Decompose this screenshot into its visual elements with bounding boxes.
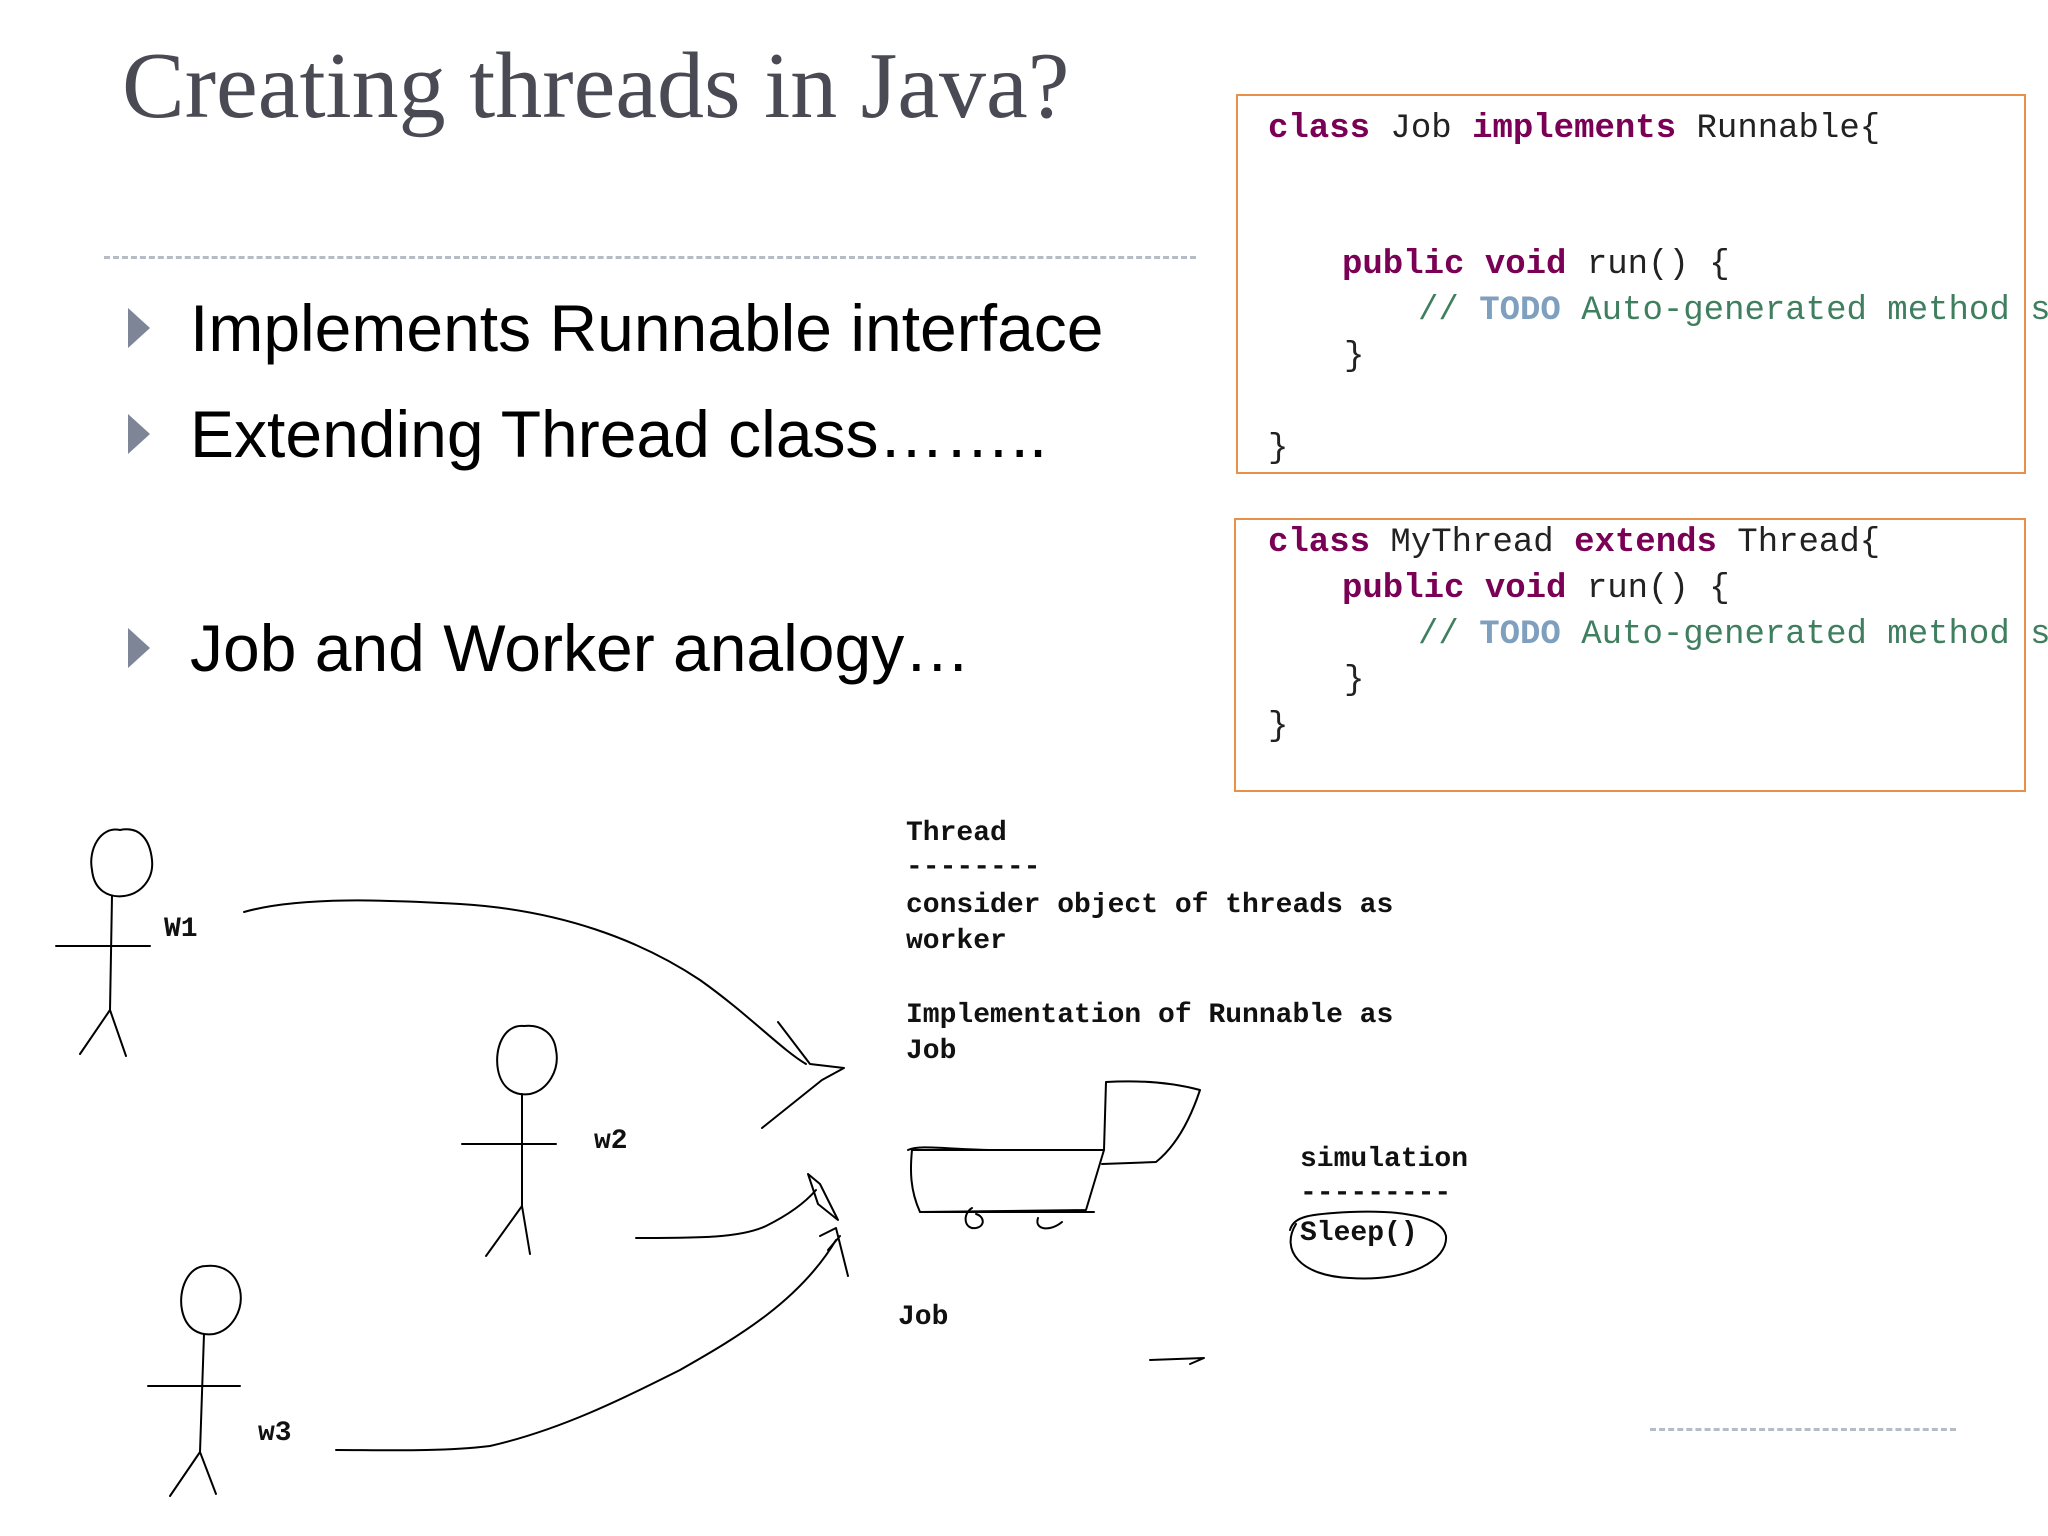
note-job-line1: Implementation of Runnable as <box>906 1000 1394 1031</box>
note-worker-line2: worker <box>906 926 1007 957</box>
bullet-item-thread: Extending Thread class…….. <box>128 396 1047 472</box>
title-divider <box>104 256 1196 259</box>
cart-handle <box>1101 1080 1201 1165</box>
bullet-item-analogy: Job and Worker analogy… <box>128 610 970 686</box>
job-cart-drawing <box>907 1080 1201 1230</box>
keyword-modifiers: public void <box>1342 570 1567 608</box>
arrowhead-w2 <box>807 1173 839 1221</box>
worker-head <box>90 828 154 898</box>
superclass-name: Thread{ <box>1716 524 1881 562</box>
code-line-close-class: } <box>1268 430 1289 468</box>
worker-head <box>496 1024 558 1096</box>
keyword-implements: implements <box>1472 110 1677 148</box>
note-worker-line1: consider object of threads as <box>906 890 1394 921</box>
class-name: MyThread <box>1370 524 1575 562</box>
code-line-close-method: } <box>1344 338 1365 376</box>
keyword-class: class <box>1268 524 1371 562</box>
worker-legs <box>485 1205 531 1257</box>
worker-head <box>180 1264 242 1336</box>
sleep-circle <box>1289 1210 1448 1280</box>
note-thread-rule: -------- <box>906 852 1041 883</box>
code-block-runnable: class Job implements Runnable{ public vo… <box>1236 94 2048 474</box>
code-line-close-class: } <box>1268 708 1289 746</box>
stray-mark <box>1149 1357 1205 1365</box>
arrowhead-w1 <box>761 1021 845 1129</box>
slide-title: Creating threads in Java? <box>122 34 1070 138</box>
code-line-method-signature: public void run() { <box>1342 570 1730 608</box>
note-thread-heading: Thread <box>906 818 1007 849</box>
class-name: Job <box>1370 110 1473 148</box>
arrowhead-w3 <box>819 1227 849 1277</box>
note-job-line2: Job <box>906 1036 957 1067</box>
keyword-extends: extends <box>1574 524 1717 562</box>
method-name: run() { <box>1566 246 1730 284</box>
cart-body <box>909 1149 1105 1213</box>
worker-body <box>109 895 113 1011</box>
method-name: run() { <box>1566 570 1730 608</box>
code-line-class-declaration: class Job implements Runnable{ <box>1268 110 1880 148</box>
footer-divider <box>1650 1428 1956 1431</box>
note-simulation-rule: --------- <box>1300 1178 1452 1209</box>
note-job-label: Job <box>898 1302 949 1333</box>
todo-tag: TODO <box>1479 292 1561 330</box>
code-line-close-method: } <box>1344 662 1365 700</box>
interface-name: Runnable{ <box>1676 110 1881 148</box>
code-line-class-declaration: class MyThread extends Thread{ <box>1268 524 1880 562</box>
arrow-w3-to-job <box>335 1239 837 1452</box>
bullet-item-runnable: Implements Runnable interface <box>128 290 1104 366</box>
comment-slashes: // <box>1418 616 1480 654</box>
worker-label-w2: w2 <box>594 1126 628 1157</box>
worker-figure-w1 <box>55 828 154 1057</box>
bullet-text: Implements Runnable interface <box>190 291 1104 365</box>
triangle-bullet-icon <box>128 308 150 348</box>
arrow-w2-to-job <box>635 1189 817 1239</box>
note-simulation-heading: simulation <box>1300 1144 1469 1175</box>
worker-figure-w3 <box>147 1264 242 1497</box>
todo-tag: TODO <box>1479 616 1561 654</box>
cart-rim <box>907 1146 1001 1151</box>
code-block-thread: class MyThread extends Thread{ public vo… <box>1234 518 2048 792</box>
keyword-modifiers: public void <box>1342 246 1567 284</box>
comment-text: Auto-generated method stub <box>1581 292 2048 330</box>
worker-figure-w2 <box>461 1024 558 1257</box>
bullet-text: Extending Thread class…….. <box>190 397 1048 471</box>
triangle-bullet-icon <box>128 628 150 668</box>
triangle-bullet-icon <box>128 414 150 454</box>
worker-legs <box>79 1009 127 1057</box>
worker-label-w3: w3 <box>258 1418 292 1449</box>
code-line-method-signature: public void run() { <box>1342 246 1730 284</box>
note-sleep-call: Sleep() <box>1300 1218 1418 1249</box>
cart-wheel-right <box>1036 1217 1063 1230</box>
worker-label-w1: W1 <box>164 914 198 945</box>
comment-slashes: // <box>1418 292 1480 330</box>
code-line-comment: // TODO Auto-generated method stub <box>1418 292 2048 330</box>
keyword-class: class <box>1268 110 1371 148</box>
comment-text: Auto-generated method stub <box>1581 616 2048 654</box>
worker-body <box>199 1333 205 1453</box>
arrow-w1-to-job <box>243 899 807 1065</box>
worker-legs <box>169 1451 217 1497</box>
bullet-text: Job and Worker analogy… <box>190 611 971 685</box>
cart-wheel-left <box>964 1207 984 1230</box>
code-line-comment: // TODO Auto-generated method stub <box>1418 616 2048 654</box>
